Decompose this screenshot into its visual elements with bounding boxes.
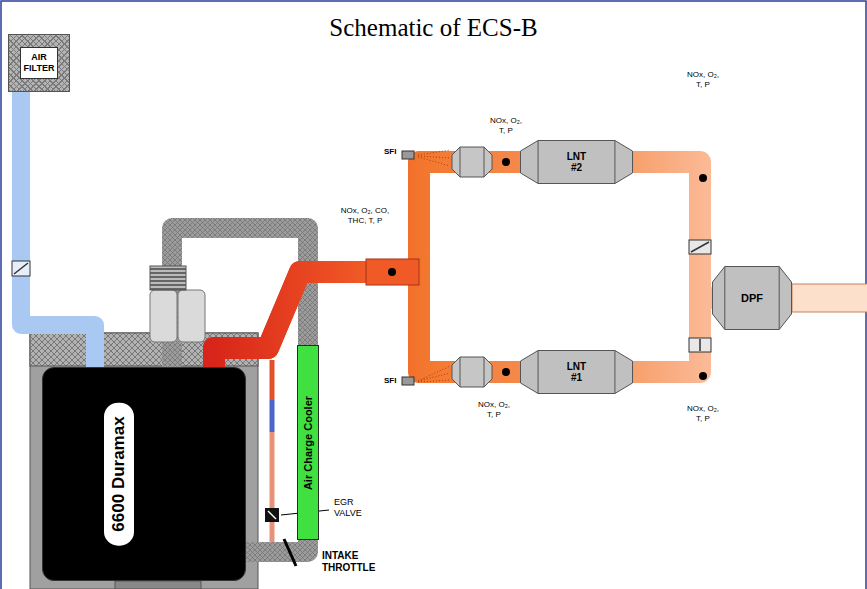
engine-mount — [115, 581, 201, 589]
fuel-spray — [418, 366, 450, 382]
box-label: AIR FILTER — [24, 52, 55, 74]
sensor-dot — [699, 174, 707, 182]
mixer-seam — [460, 147, 484, 177]
sensor-list: NOx, O₂, T, P — [683, 70, 723, 90]
converter-seam — [538, 141, 615, 184]
cooler-name: Air Charge Cooler — [302, 395, 315, 489]
converter-seam — [725, 267, 779, 330]
injector-label: SFI — [384, 147, 396, 157]
valve-plate — [14, 263, 28, 274]
box-label: LNT #2 — [567, 151, 586, 174]
sensor-dot — [388, 268, 396, 276]
egr-pipe — [270, 360, 275, 400]
label-panel: AIR FILTER — [20, 47, 59, 79]
catalyst-can: LNT #2 — [520, 140, 633, 184]
mixer — [452, 357, 492, 387]
sensor-dot — [699, 372, 707, 380]
box-label: LNT #1 — [567, 361, 586, 384]
diverter-valve — [689, 240, 711, 254]
catalyst-can: LNT #1 — [520, 350, 633, 394]
fuel-injector — [402, 151, 414, 159]
exhaust-pipe — [214, 162, 520, 367]
intake-throttle — [284, 539, 296, 566]
exhaust-pipe — [633, 298, 712, 372]
turbo-compressor — [150, 290, 177, 342]
part-label: INTAKE THROTTLE — [322, 550, 375, 574]
injector-label: SFI — [384, 376, 396, 386]
engine-housing — [30, 333, 258, 589]
part-label: EGR VALVE — [334, 497, 362, 519]
sensor-list: NOx, O₂, T, P — [486, 116, 526, 136]
diagram-title: Schematic of ECS-B — [0, 13, 867, 43]
throttle-valve — [12, 261, 30, 276]
valve-plate — [691, 242, 709, 252]
fuel-spray — [418, 150, 450, 166]
charge-air-cooler: Air Charge Cooler — [297, 345, 319, 540]
valve-plate — [699, 339, 701, 351]
exhaust-pipe — [633, 162, 712, 298]
intake-pipe — [246, 540, 308, 552]
fuel-injector — [402, 377, 414, 385]
converter-seam — [538, 351, 615, 394]
sensor-list: NOx, O₂, T, P — [474, 400, 514, 420]
air-filter-box: AIR FILTER — [8, 34, 70, 92]
sensor-dot — [502, 368, 510, 376]
converter-shell — [521, 351, 633, 394]
sensor-list: NOx, O₂, CO, THC, T, P — [334, 206, 396, 226]
sensor-list: NOx, O₂, T, P — [683, 404, 723, 424]
turbo-inlet — [150, 266, 186, 290]
turbo-turbine — [178, 290, 205, 342]
pipe-junction — [366, 259, 419, 285]
egr-pipe — [270, 432, 275, 542]
diverter-valve — [689, 338, 711, 352]
engine-block: 6600 Duramax — [42, 367, 246, 581]
filter-can: DPF — [712, 266, 792, 330]
tailpipe — [792, 284, 867, 312]
egr-cooler — [270, 400, 275, 432]
engine-name: 6600 Duramax — [104, 402, 134, 545]
egr-valve — [265, 508, 279, 522]
converter-shell — [521, 141, 633, 184]
mixer-seam — [460, 357, 484, 387]
sensor-dot — [502, 158, 510, 166]
converter-shell — [713, 267, 792, 330]
box-label: DPF — [741, 292, 763, 305]
intake-air-pipe — [21, 92, 95, 367]
valve-plate — [268, 511, 276, 519]
mixer — [452, 147, 492, 177]
